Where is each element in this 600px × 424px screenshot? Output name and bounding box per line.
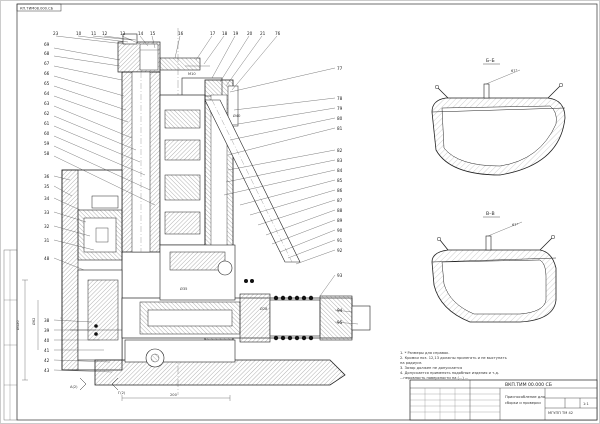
svg-text:90: 90 (337, 228, 343, 233)
svg-text:65: 65 (44, 81, 50, 86)
svg-text:48: 48 (44, 256, 50, 261)
section-view-v: В–В 67° (431, 211, 557, 323)
svg-text:77: 77 (337, 66, 343, 71)
svg-text:Ø40: Ø40 (233, 113, 241, 118)
svg-text:67°: 67° (512, 223, 519, 227)
svg-text:91: 91 (337, 238, 343, 243)
svg-text:80: 80 (337, 116, 343, 121)
svg-text:11: 11 (91, 31, 97, 36)
svg-text:34: 34 (44, 196, 50, 201)
svg-text:Ø35: Ø35 (180, 286, 187, 291)
svg-text:83: 83 (337, 158, 343, 163)
svg-text:88: 88 (337, 208, 343, 213)
title-block: ВКП.ТИМ 00.000 СБ Приспособление для сбо… (409, 379, 598, 421)
drawing-frame (16, 3, 598, 421)
svg-text:M10: M10 (188, 72, 196, 76)
svg-text:31: 31 (44, 238, 50, 243)
svg-text:А(2): А(2) (70, 385, 78, 389)
svg-text:4. Допускается применять подоб: 4. Допускается применять подобные издели… (400, 371, 499, 375)
svg-text:38: 38 (44, 318, 50, 323)
svg-text:68: 68 (44, 51, 50, 56)
svg-text:42: 42 (44, 358, 50, 363)
svg-text:79: 79 (337, 106, 343, 111)
main-section-view: Ø120 Ø62 200 M10 Ø40 Ø28 Ø35 (15, 28, 371, 401)
right-callouts: 77 78 79 80 81 82 83 84 85 86 87 88 89 9… (223, 66, 359, 325)
section-arrows: А(2) Г(2) (70, 377, 126, 395)
svg-text:...неровность поверхности на (: ...неровность поверхности на (...) ... (400, 376, 468, 380)
svg-text:16: 16 (178, 31, 184, 36)
title-name-2: сборки и проверки (505, 401, 541, 405)
svg-text:66: 66 (44, 71, 50, 76)
left-callout-numbers: 69 68 67 66 65 64 63 62 61 60 59 58 36 3… (44, 42, 50, 373)
title-org: МГУПП ТМ 42 (548, 411, 573, 415)
svg-text:93: 93 (337, 273, 343, 278)
svg-text:Ø28: Ø28 (260, 306, 268, 311)
svg-text:85: 85 (337, 178, 343, 183)
title-scale: 1:1 (583, 402, 589, 406)
svg-text:63: 63 (44, 101, 50, 106)
svg-text:15: 15 (150, 31, 156, 36)
svg-text:86: 86 (337, 188, 343, 193)
svg-text:94: 94 (337, 308, 343, 313)
svg-text:67: 67 (44, 61, 50, 66)
svg-text:14: 14 (138, 31, 144, 36)
svg-text:69: 69 (44, 42, 50, 47)
svg-text:40: 40 (44, 338, 50, 343)
svg-text:81: 81 (337, 126, 343, 131)
svg-text:58: 58 (44, 151, 50, 156)
svg-text:18: 18 (222, 31, 228, 36)
svg-text:13: 13 (120, 31, 126, 36)
svg-text:Г(2): Г(2) (118, 391, 126, 395)
svg-text:76: 76 (275, 31, 281, 36)
svg-text:59: 59 (44, 141, 50, 146)
svg-text:67°: 67° (511, 69, 518, 73)
svg-text:19: 19 (233, 31, 239, 36)
title-designation: ВКП.ТИМ 00.000 СБ (505, 382, 552, 388)
svg-text:200: 200 (170, 393, 178, 397)
svg-text:20: 20 (247, 31, 253, 36)
svg-text:2. Кромки поз. 12,13 должны пр: 2. Кромки поз. 12,13 должны прилегать и … (400, 356, 507, 360)
svg-text:62: 62 (44, 111, 50, 116)
svg-text:41: 41 (44, 348, 50, 353)
svg-text:36: 36 (44, 174, 50, 179)
svg-text:23: 23 (53, 31, 59, 36)
svg-text:87: 87 (337, 198, 343, 203)
left-margin-stamps (3, 249, 18, 421)
svg-text:21: 21 (260, 31, 266, 36)
svg-text:33: 33 (44, 210, 50, 215)
svg-text:82: 82 (337, 148, 343, 153)
designation-text: КП.ТИМ08.000.СБ (20, 7, 54, 11)
svg-text:89: 89 (337, 218, 343, 223)
svg-text:92: 92 (337, 248, 343, 253)
svg-text:43: 43 (44, 368, 50, 373)
svg-text:Ø120: Ø120 (15, 320, 20, 330)
svg-text:84: 84 (337, 168, 343, 173)
svg-text:78: 78 (337, 96, 343, 101)
svg-text:61: 61 (44, 121, 50, 126)
svg-text:3. Зазор должен не допускается: 3. Зазор должен не допускается (400, 366, 462, 370)
top-callouts: 23 10 11 12 13 14 15 16 17 18 19 20 21 7… (53, 31, 281, 91)
section-v-label: В–В (486, 211, 495, 217)
svg-text:12: 12 (102, 31, 108, 36)
svg-text:60: 60 (44, 131, 50, 136)
svg-text:1. * Размеры для справок.: 1. * Размеры для справок. (400, 351, 450, 355)
technical-notes: 1. * Размеры для справок. 2. Кромки поз.… (400, 351, 507, 380)
svg-text:Ø62: Ø62 (31, 318, 36, 325)
svg-text:64: 64 (44, 91, 50, 96)
svg-text:17: 17 (210, 31, 216, 36)
section-b-label: Б–Б (486, 58, 495, 64)
designation-box: КП.ТИМ08.000.СБ (16, 3, 62, 12)
title-name-1: Приспособление для (505, 395, 545, 399)
svg-text:95: 95 (337, 320, 343, 325)
svg-text:32: 32 (44, 224, 50, 229)
svg-text:39: 39 (44, 328, 50, 333)
left-callouts (53, 47, 156, 373)
section-view-b: Б–Б 67° (431, 58, 566, 176)
svg-text:на радиусе.: на радиусе. (400, 361, 422, 365)
svg-text:10: 10 (76, 31, 82, 36)
svg-text:35: 35 (44, 184, 50, 189)
